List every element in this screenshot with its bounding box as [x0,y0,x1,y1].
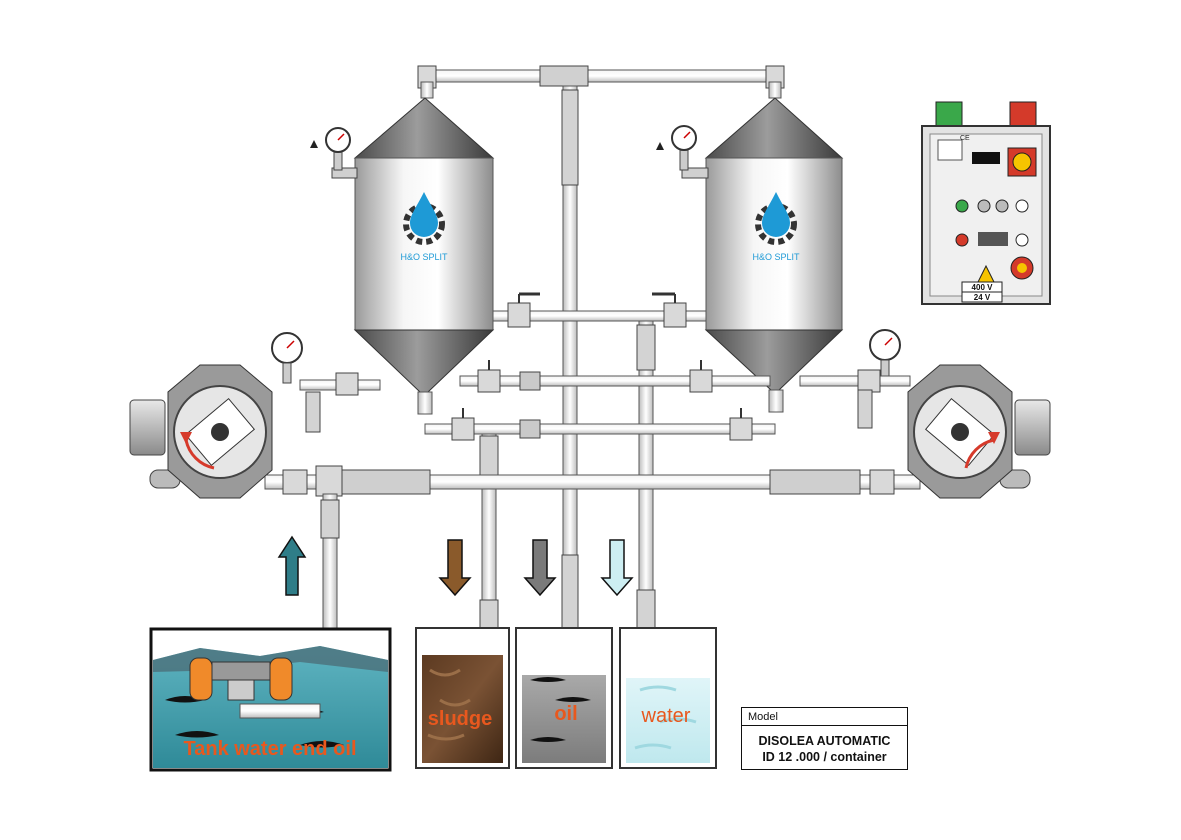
voltage-low-label: 24 V [974,293,991,302]
right-separator-tank [704,97,844,413]
arrow-down-sludge [438,539,472,597]
right-pump [907,364,1051,499]
model-name: DISOLEA AUTOMATIC [758,734,891,748]
voltage-high-label: 400 V [972,283,994,292]
control-panel: CE 400 V 24 V [921,101,1051,305]
source-tank: Tank water end oil [149,627,392,772]
left-separator-tank [353,97,495,415]
left-tank-brand: H&O SPLIT [400,252,448,262]
right-pump-gauge-icon [799,329,911,429]
sludge-container: sludge [415,627,510,769]
left-tank-gauge-icon [310,127,358,179]
model-id: ID 12 .000 / container [762,750,887,764]
water-label: water [641,705,691,727]
left-tank-logo: H&O SPLIT [400,192,448,262]
ce-mark: CE [960,135,970,142]
oil-container: oil [515,627,613,769]
tank-label: Tank water end oil [184,738,357,760]
top-manifold-pipe [417,65,785,99]
arrow-down-oil [523,539,557,597]
model-info-box: Model DISOLEA AUTOMATIC ID 12 .000 / con… [741,707,908,770]
main-feed-pipe [264,465,921,497]
right-tank-logo: H&O SPLIT [752,192,800,262]
model-heading: Model [742,708,907,726]
sludge-label: sludge [428,708,492,730]
sludge-outlet-pipe [479,433,499,647]
left-pump [129,364,273,499]
left-pump-gauge-icon [271,332,381,433]
tank-bottom-manifold [424,360,776,441]
oil-outlet-pipe [561,85,579,647]
right-tank-brand: H&O SPLIT [752,252,800,262]
right-tank-gauge-icon [656,125,709,179]
water-container: water [619,627,717,769]
arrow-up-inflow [277,535,307,596]
inter-tank-pipe [492,292,707,328]
arrow-down-water [600,539,634,597]
oil-label: oil [554,703,577,725]
